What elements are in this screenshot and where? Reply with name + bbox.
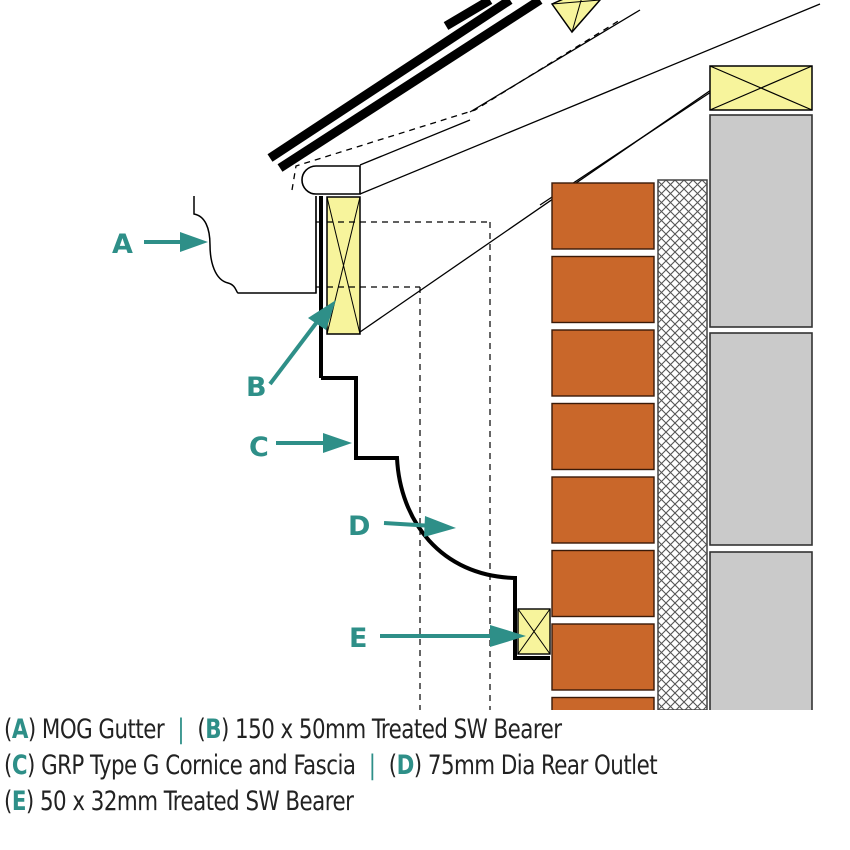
- ceiling-slope-line: [359, 69, 741, 333]
- legend-row-2: (C) GRP Type G Cornice and Fascia | (D) …: [4, 748, 748, 784]
- dashed-guide-lines: [316, 221, 491, 710]
- legend-item-b: (B) 150 x 50mm Treated SW Bearer: [197, 714, 562, 745]
- legend-item-a: (A) MOG Gutter: [4, 714, 165, 745]
- bearer-50x32: [517, 608, 551, 655]
- felt-membrane-dashed: [291, 19, 621, 191]
- legend-item-d: (D) 75mm Dia Rear Outlet: [388, 750, 658, 781]
- callout-c: C: [249, 432, 269, 463]
- legend-row-3: (E) 50 x 32mm Treated SW Bearer: [4, 784, 748, 820]
- callout-arrows: [144, 232, 526, 647]
- wall-plate-timber: [709, 65, 813, 111]
- legend-separator: |: [368, 750, 376, 781]
- legend: (A) MOG Gutter | (B) 150 x 50mm Treated …: [4, 712, 748, 820]
- soffit-taper: [359, 119, 471, 166]
- arrow-c: [276, 433, 352, 453]
- legend-item-c: (C) GRP Type G Cornice and Fascia: [4, 750, 356, 781]
- legend-row-1: (A) MOG Gutter | (B) 150 x 50mm Treated …: [4, 712, 748, 748]
- fascia-nosing: [301, 165, 361, 195]
- brick: [551, 255, 655, 324]
- callout-b: B: [246, 372, 267, 403]
- arrow-d: [383, 516, 456, 537]
- block-inner-leaf: [709, 114, 813, 710]
- mog-gutter-profile: [193, 196, 317, 294]
- arrow-e: [380, 625, 526, 647]
- brick: [551, 329, 655, 397]
- rafter-underside-line: [359, 3, 821, 195]
- brick: [551, 696, 655, 710]
- brick: [551, 549, 655, 618]
- brick: [551, 476, 655, 544]
- brick-outer-leaf: [551, 182, 655, 710]
- callout-a: A: [112, 229, 133, 260]
- callout-e: E: [349, 623, 367, 654]
- soffit-upper-line: [469, 9, 641, 113]
- callout-d: D: [348, 511, 370, 542]
- legend-separator: |: [177, 714, 185, 745]
- rafter-timber-top: [550, 0, 601, 34]
- arrow-a: [144, 232, 208, 252]
- roof-tile-layers: [267, 0, 543, 172]
- brick: [551, 182, 655, 250]
- eaves-detail-diagram: A B C D E: [112, 0, 821, 710]
- cavity-insulation: [657, 179, 708, 710]
- legend-item-e: (E) 50 x 32mm Treated SW Bearer: [4, 786, 354, 817]
- brick: [551, 402, 655, 471]
- brick: [551, 623, 655, 691]
- bearer-150x50: [326, 196, 361, 335]
- arrow-b: [268, 300, 336, 386]
